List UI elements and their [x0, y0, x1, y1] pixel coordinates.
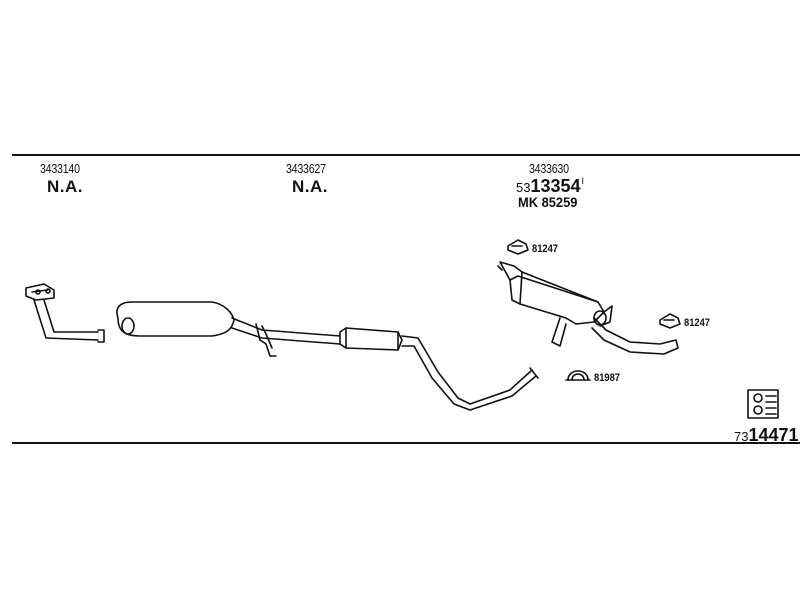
hanger-icon: [565, 370, 591, 381]
clamp-icon-top: [507, 239, 529, 255]
middle-silencer: [339, 327, 539, 411]
mk-number: MK 85259: [518, 194, 578, 210]
bottom-rule: [12, 442, 800, 444]
schematic-icon: [747, 389, 779, 419]
footer-main: 14471: [748, 425, 799, 445]
reference-prefix: 53: [516, 180, 531, 195]
part-number-3: 3433630: [529, 161, 569, 176]
hanger-code: 81987: [594, 372, 621, 384]
part-number-2: 3433627: [286, 161, 326, 176]
part-number-1: 3433140: [40, 161, 80, 176]
footer-prefix: 73: [734, 429, 749, 444]
reference-main: 13354: [530, 176, 581, 196]
footer-reference: 7314471: [734, 426, 799, 444]
rear-silencer: [497, 261, 679, 355]
front-pipe: [25, 283, 105, 343]
reference-number: 5313354I: [516, 176, 585, 196]
top-rule: [12, 154, 800, 156]
clamp-icon-right: [659, 313, 681, 329]
status-1: N.A.: [47, 177, 83, 196]
status-2: N.A.: [292, 177, 328, 196]
front-silencer: [116, 301, 341, 357]
clamp-code-right: 81247: [684, 317, 711, 329]
clamp-code-top: 81247: [532, 243, 559, 255]
reference-superscript: I: [581, 176, 585, 186]
